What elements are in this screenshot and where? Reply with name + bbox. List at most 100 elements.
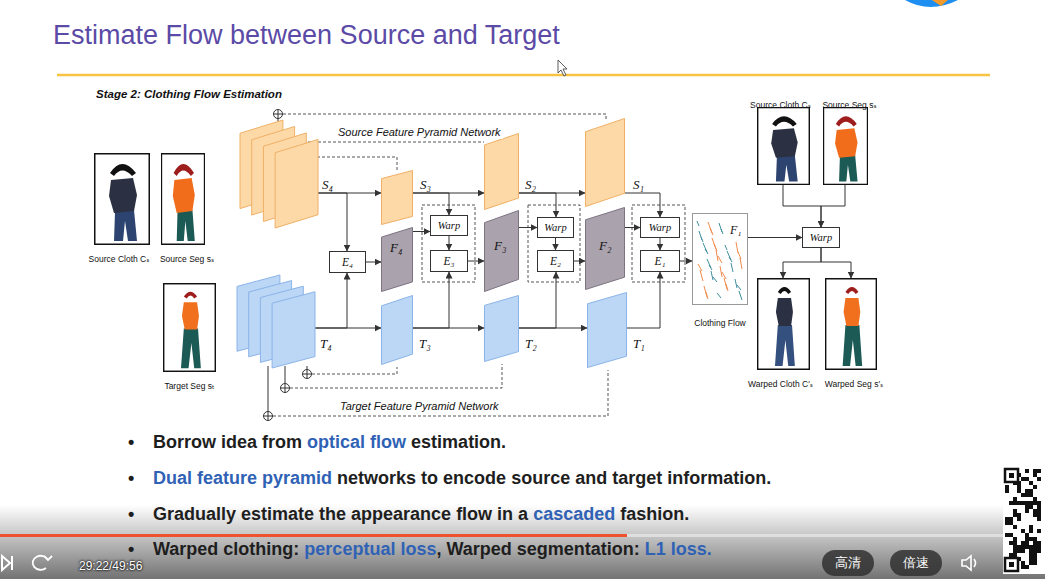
feature-layer [272,292,315,368]
qr-module [1033,485,1037,489]
logo [905,0,958,7]
qr-module [1013,513,1017,517]
input-image: Warped Seg s′ₛ [825,278,877,370]
network-label: Target Feature Pyramid Network [338,400,501,413]
image-frame [95,154,150,245]
feature-map: S₃ [381,170,413,225]
qr-finder [1009,562,1014,567]
feature-map: T₁ [587,292,627,368]
qr-module [1021,545,1025,549]
player-button: 高清 [822,550,874,576]
qr-module [1025,509,1029,513]
feature-map: F₃ [484,210,519,292]
qr-finder [1009,473,1014,478]
flow-vector [700,270,703,281]
module-label: E₁ [654,255,665,267]
figure-hair [110,164,136,176]
warp-box: Warp [802,227,840,248]
qr-module [1037,545,1041,549]
flow-vector [738,252,741,259]
qr-module [1013,509,1017,513]
player-button: 倍速 [890,550,942,576]
qr-module [1025,477,1029,481]
flow-arrow [366,262,381,263]
flow-arrow [519,227,537,228]
warp-box: Warp [430,215,468,236]
qr-module [1025,505,1029,509]
image-caption: Source Seg sₛ [822,100,876,110]
qr-module [1013,537,1017,541]
network-label: Source Feature Pyramid Network [336,126,503,139]
qr-module [1017,489,1021,493]
qr-module [1025,493,1029,497]
feature-layer [382,171,413,225]
feature-illustration [240,120,318,228]
qr-module [1009,553,1013,557]
image-caption: Source Cloth Cₛ [89,254,150,264]
bullet-mark: • [128,467,153,489]
text-holder: 29:22/49:56 [79,556,142,574]
feature-map: S₁ [585,118,625,207]
flow-vector [698,264,702,271]
feature-label: F₂ [599,239,611,253]
figure-legs [776,155,798,181]
qr-module [1025,489,1029,493]
bullet-text: fashion. [620,503,689,525]
feature-label: T₂ [525,337,537,351]
figure-illustration [757,107,810,185]
image-caption: Source Seg sₛ [160,254,214,264]
feature-label: T₁ [633,337,645,351]
qr-module [1025,545,1029,549]
text-holder: Target Feature Pyramid Network [338,396,501,414]
qr-module [1009,501,1013,505]
group-box [632,205,685,282]
flow-label: F₁ [730,223,742,237]
qr-module [1037,505,1041,509]
qr-module [1033,545,1037,549]
qr-module [1009,541,1013,545]
flow-vector [724,278,727,289]
qr-module [1025,501,1029,505]
qr-module [1009,533,1013,537]
wire [285,366,286,384]
feature-layer [586,208,625,290]
qr-module [1029,545,1033,549]
flow-arrow [660,238,661,250]
qr-module [1033,513,1037,517]
input-image: Target Seg sₜ [163,283,216,372]
play-icon [2,556,12,570]
caption-holder: Target Seg sₜ [125,375,255,393]
feature-label: F₃ [494,239,506,253]
figure-torso [771,128,798,158]
flow-arrow [413,193,449,215]
bullet-text: Warped clothing: [153,538,299,560]
qr-module [1013,545,1017,549]
sum-symbol [281,384,290,393]
figure-legs [114,210,137,241]
image-frame [826,279,877,370]
label-holder: S₃ [420,175,431,193]
flow-arrow [783,185,821,227]
qr-module [1013,501,1017,505]
bullet-line: •Warped clothing:perceptual loss, Warped… [128,538,712,560]
flow-vector [722,272,726,279]
logo [932,0,948,6]
sum-symbol [274,110,283,119]
image-frame [693,214,748,305]
qr-module [1033,541,1037,545]
qr-module [1029,557,1033,561]
title-rule [57,74,990,77]
qr-module [1021,477,1025,481]
mouse-cursor [558,60,567,76]
feature-label: F₄ [390,241,402,255]
flow-arrow [318,193,347,251]
qr-module [1017,501,1021,505]
title-holder: Estimate Flow between Source and Target [53,18,560,52]
dashed-line [312,367,397,374]
qr-module [1033,473,1037,477]
flow-arrow [821,248,851,278]
feature-layer [588,293,627,368]
module-label: Warp [438,220,460,231]
